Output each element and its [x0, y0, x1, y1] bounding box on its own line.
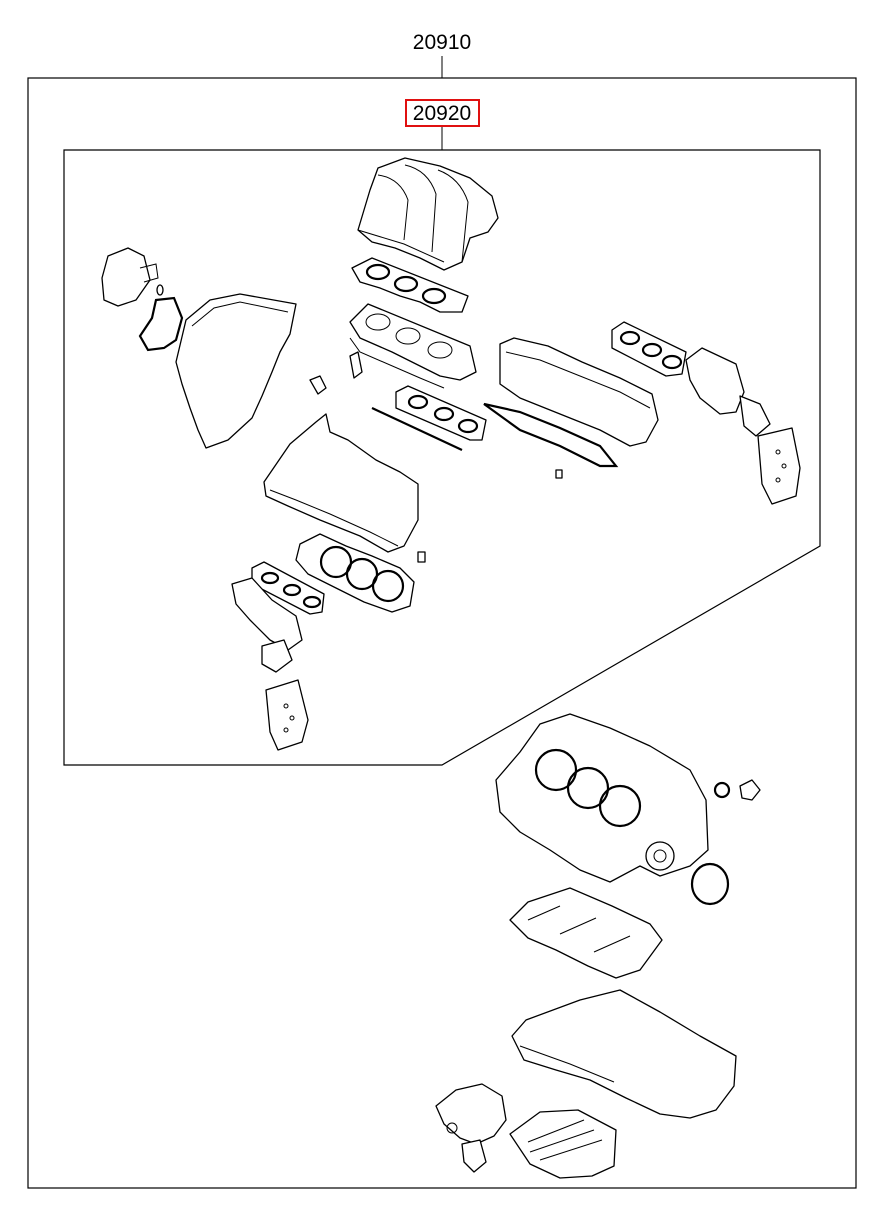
dowel-pin[interactable] [417, 551, 426, 563]
lower-intake-manifold[interactable] [349, 303, 477, 389]
callout-outer-label[interactable]: 20910 [413, 31, 471, 54]
callout-inner-highlight [405, 99, 480, 127]
o-ring-small[interactable] [156, 284, 164, 296]
cylinder-block[interactable] [495, 713, 709, 883]
water-pump-gasket[interactable] [138, 296, 184, 352]
clip-left[interactable] [309, 375, 327, 395]
exhaust-manifold-catalyst-left[interactable] [231, 577, 309, 751]
timing-chain-cover[interactable] [175, 293, 297, 449]
ladder-frame[interactable] [509, 887, 663, 979]
intake-gasket-pair[interactable] [371, 385, 487, 451]
oil-pump[interactable] [435, 1083, 507, 1173]
drain-plug[interactable] [739, 779, 761, 801]
rear-main-seal[interactable] [690, 862, 730, 906]
upper-oil-pan[interactable] [511, 989, 737, 1119]
valve-cover-left[interactable] [263, 413, 419, 553]
callout-inner-label[interactable]: 20920 [413, 102, 471, 125]
exhaust-manifold-catalyst-right[interactable] [685, 347, 801, 505]
small-seal[interactable] [555, 469, 563, 479]
valve-cover-gasket-right[interactable] [483, 402, 619, 468]
clip-center[interactable] [349, 351, 363, 379]
intake-manifold-gasket[interactable] [351, 257, 469, 313]
inner-kit-frame [63, 149, 821, 766]
outer-kit-frame [27, 77, 857, 1189]
plug-seal[interactable] [713, 781, 731, 799]
cylinder-head-gasket[interactable] [295, 533, 415, 613]
valve-cover-right[interactable] [499, 337, 659, 447]
lower-oil-pan[interactable] [509, 1109, 617, 1179]
intake-manifold[interactable] [357, 157, 499, 271]
exhaust-manifold-gasket-right[interactable] [611, 321, 687, 377]
thermostat-housing[interactable] [101, 247, 159, 307]
